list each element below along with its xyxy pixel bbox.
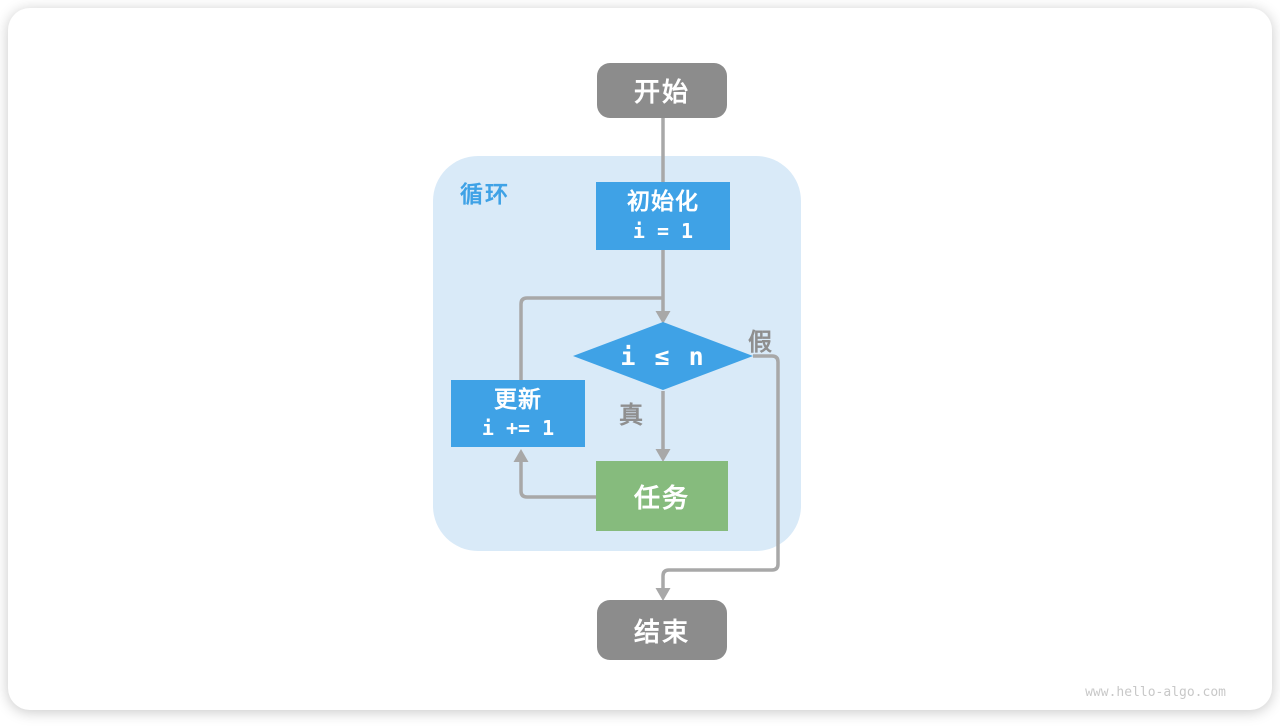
start-node-label: 开始 bbox=[633, 78, 690, 108]
watermark: www.hello-algo.com bbox=[1085, 685, 1226, 700]
true-branch-label: 真 bbox=[619, 401, 643, 429]
update-node-title: 更新 bbox=[494, 386, 542, 413]
init-node-title: 初始化 bbox=[627, 189, 699, 216]
start-node: 开始 bbox=[597, 63, 727, 118]
init-node-code: i = 1 bbox=[632, 218, 694, 243]
loop-label: 循环 bbox=[460, 182, 510, 208]
diagram-card: 循环 开始 初始化 i = 1 i ≤ n 假 真 更新 i += 1 任务 结… bbox=[8, 8, 1272, 710]
condition-node-label: i ≤ n bbox=[620, 341, 706, 371]
update-node: 更新 i += 1 bbox=[451, 380, 585, 447]
update-node-code: i += 1 bbox=[481, 416, 555, 441]
end-node: 结束 bbox=[597, 600, 727, 660]
task-node-label: 任务 bbox=[633, 483, 690, 514]
false-branch-label: 假 bbox=[748, 328, 772, 356]
init-node: 初始化 i = 1 bbox=[596, 182, 730, 250]
end-node-label: 结束 bbox=[633, 617, 690, 648]
task-node: 任务 bbox=[596, 461, 728, 531]
